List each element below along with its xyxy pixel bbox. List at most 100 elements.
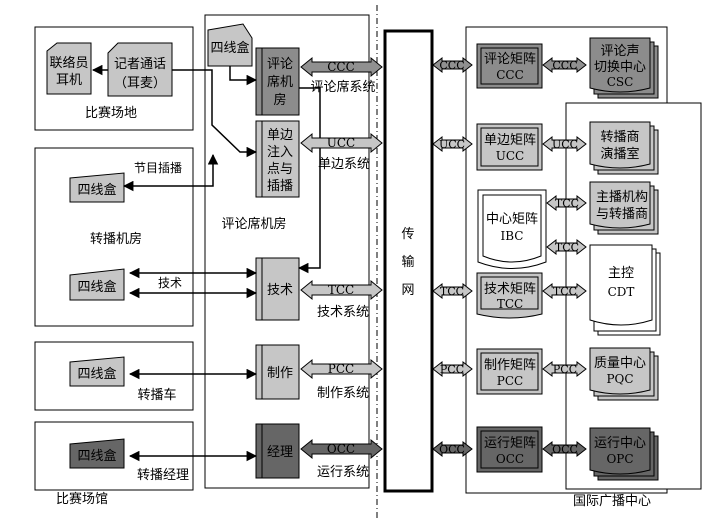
transmission-network-box: [383, 29, 434, 493]
hb-arrow: [546, 194, 587, 212]
broadcast-room-tech-box-label: 四线盒: [77, 279, 116, 295]
opc-line2: OPC: [606, 452, 633, 466]
ibc-matrix-inner: [482, 194, 542, 263]
ccc-matrix-box: [476, 43, 543, 89]
broadcast-room-title: 转播机房: [90, 231, 142, 247]
broadcast-room-tech-box: [69, 268, 125, 301]
hb-line1: 主播机构: [596, 190, 648, 205]
ucc-matrix-line1: 单边矩阵: [484, 133, 536, 148]
tech-box-label: 技术: [267, 283, 293, 298]
pcc-matrix-line2: PCC: [497, 374, 523, 388]
reporter-label-line1: 记者通话: [114, 57, 166, 72]
broadcast-room-4wire-box: [69, 172, 125, 203]
pqc-arrow-code: PCC: [553, 363, 577, 376]
liaison-earphone-box: [46, 42, 92, 95]
truck-4wire-box: [69, 356, 125, 387]
truck-title: 转播车: [137, 387, 176, 403]
tech-label: 技术: [158, 276, 182, 290]
pqc-line1: 质量中心: [594, 356, 646, 371]
tech-box: [255, 257, 300, 321]
manager-title: 转播经理: [137, 468, 189, 483]
ccc-link-name: 评论席系统: [310, 79, 375, 95]
pcc-link-arrow: [300, 358, 383, 380]
mgr-box: [255, 423, 300, 479]
ccc-link-code: CCC: [327, 60, 355, 74]
tcc-link-name: 技术系统: [317, 305, 369, 320]
net-ucc-code: UCC: [439, 138, 465, 151]
tcc-link-arrow: [300, 279, 383, 301]
manager-4wire-box: [69, 438, 125, 469]
occ-matrix-line1: 运行矩阵: [484, 436, 536, 451]
truck-box-label: 四线盒: [77, 366, 116, 382]
ccc-matrix-inner: [480, 47, 539, 85]
cdt-arrow-upper-code: TCC: [555, 241, 579, 254]
cdt-arrow-lower-code: TCC: [553, 285, 577, 298]
tcc-matrix-box: [476, 272, 543, 319]
net-occ-arrow: [432, 440, 473, 458]
net-pcc-code: PCC: [440, 363, 464, 376]
cdt-arrow-lower: [542, 282, 587, 300]
liaison-label-line1: 联络员: [49, 55, 88, 71]
net-occ-code: OCC: [439, 443, 465, 456]
ibc-matrix-line2: IBC: [501, 229, 524, 243]
commentary-room-panel: [204, 14, 370, 489]
program-insert-label: 节目插播: [134, 161, 182, 175]
opc-doc-stack: [589, 427, 659, 481]
ucc-matrix-inner: [480, 127, 539, 167]
inject-line3: 点与: [267, 162, 293, 177]
prod-box: [255, 344, 300, 400]
ccc-matrix-line1: 评论矩阵: [484, 52, 536, 67]
commentary-box-label: 四线盒: [210, 40, 249, 56]
mgr-box-label: 经理: [267, 445, 293, 460]
commentary-room-line3: 房: [273, 92, 286, 108]
cdt-line2: CDT: [608, 285, 635, 299]
pqc-line2: PQC: [606, 372, 633, 386]
network-char3: 网: [401, 283, 414, 298]
csc-arrow: [542, 56, 587, 74]
reporter-to-commentary-line: [172, 69, 258, 158]
occ-matrix-box: [476, 426, 543, 473]
pcc-matrix-inner: [480, 352, 539, 391]
opc-arrow: [542, 440, 587, 458]
inject-line1: 单边: [267, 128, 293, 143]
commentary-room-title: 评论席机房: [221, 216, 286, 232]
occ-matrix-inner: [480, 430, 539, 469]
liaison-label-line2: 耳机: [56, 73, 82, 88]
pcc-matrix-box: [476, 348, 543, 395]
manager-box-label: 四线盒: [77, 448, 116, 464]
ibc-matrix-box: [477, 189, 547, 269]
ibc-matrix-line1: 中心矩阵: [486, 212, 538, 227]
box-to-room-line: [229, 66, 258, 86]
hb-arrow-code: TCC: [555, 197, 579, 210]
net-ucc-arrow: [432, 135, 473, 153]
tcc-matrix-line1: 技术矩阵: [484, 282, 536, 297]
net-tcc-code: TCC: [440, 285, 464, 298]
bc-line1: 转播商: [600, 130, 639, 145]
ucc-matrix-line2: UCC: [496, 149, 524, 163]
cdt-line1: 主控: [608, 266, 634, 281]
tcc-matrix-line2: TCC: [497, 297, 523, 311]
ibc-title: 国际广播中心: [573, 494, 651, 509]
commentary-4wire-box: [207, 23, 253, 67]
net-tcc-arrow: [432, 282, 473, 300]
pcc-matrix-line1: 制作矩阵: [484, 358, 536, 373]
commentary-room-line2: 席机: [267, 74, 293, 90]
inject-line4: 插播: [267, 179, 293, 194]
tcc-link-code: TCC: [328, 283, 354, 297]
net-ccc-arrow: [432, 56, 473, 74]
tcc-matrix-inner: [480, 276, 539, 310]
ucc-link-code: UCC: [327, 136, 355, 150]
hb-line2: 与转播商: [596, 207, 648, 222]
pqc-doc-stack: [589, 347, 659, 401]
ucc-link-name: 单边系统: [318, 157, 370, 172]
bc-line2: 演播室: [600, 146, 639, 162]
prod-box-label: 制作: [267, 366, 293, 381]
reporter-label-line2: （耳麦）: [114, 76, 166, 91]
occ-link-code: OCC: [327, 442, 355, 456]
bc-arrow: [542, 135, 587, 153]
opc-line1: 运行中心: [594, 436, 646, 451]
pqc-arrow: [542, 360, 587, 378]
opc-arrow-code: OCC: [552, 443, 578, 456]
csc-doc-stack: [589, 37, 659, 99]
